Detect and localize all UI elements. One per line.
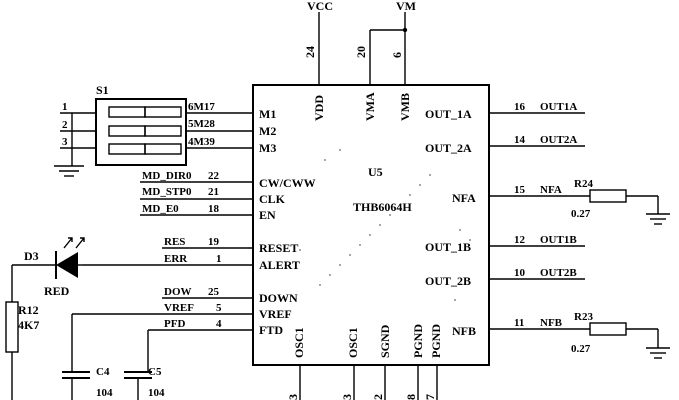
r24-resistor — [589, 189, 627, 203]
r24-value: 0.27 — [571, 208, 591, 220]
right-pin-label-nfb: NFB — [452, 324, 476, 338]
r12-value: 4K7 — [18, 318, 39, 332]
left-pin-net-vref: VREF — [164, 302, 194, 314]
s1-pin-1: 1 — [62, 101, 68, 113]
right-pin-net-out2b: OUT2B — [540, 267, 577, 279]
left-pin-label-down: DOWN — [259, 291, 298, 305]
left-pin-net-dir: MD_DIR0 — [142, 170, 192, 182]
right-pin-label-out1a: OUT_1A — [425, 107, 472, 121]
left-pin-num-err: 1 — [216, 253, 222, 265]
left-pin-num-vref: 5 — [216, 302, 222, 314]
left-pin-label-ftd: FTD — [259, 323, 283, 337]
left-pin-label-cw: CW/CWW — [259, 176, 316, 190]
right-pin-net-nfa: NFA — [540, 184, 562, 196]
left-pin-label-m2: M2 — [259, 124, 276, 138]
right-pin-net-out1a: OUT1A — [540, 101, 577, 113]
d3-color: RED — [44, 284, 70, 298]
right-pin-num-out1a: 16 — [514, 101, 526, 113]
d3-led-symbol — [56, 252, 78, 278]
vcc-label: VCC — [307, 0, 333, 13]
right-pin-label-out2a: OUT_2A — [425, 141, 472, 155]
left-pin-label-alert: ALERT — [259, 258, 300, 272]
right-pin-num-out1b: 12 — [514, 234, 526, 246]
top-pin-num-vmb: 6 — [390, 52, 404, 58]
right-pin-label-out2b: OUT_2B — [425, 274, 471, 288]
right-pin-num-nfa: 15 — [514, 184, 526, 196]
bottom-pin-num-4: 8 — [404, 394, 418, 400]
s1-pin-3: 3 — [62, 136, 68, 148]
top-pin-label-vmb: VMB — [398, 93, 412, 121]
left-pin-net-m17: 6M17 — [188, 101, 215, 113]
top-pin-label-vma: VMA — [363, 92, 377, 121]
top-pin-num-vdd: 24 — [303, 46, 317, 58]
right-pin-net-out1b: OUT1B — [540, 234, 577, 246]
r23-value: 0.27 — [571, 343, 591, 355]
s1-pin-2: 2 — [62, 119, 68, 131]
left-pin-label-clk: CLK — [259, 192, 286, 206]
right-pin-label-nfa: NFA — [452, 191, 476, 205]
right-pin-num-nfb: 11 — [514, 317, 524, 329]
left-pin-net-en: MD_E0 — [142, 203, 179, 215]
left-pin-num-pfd: 4 — [216, 318, 222, 330]
left-pin-num-stp: 21 — [208, 186, 219, 198]
r23-ref: R23 — [574, 311, 593, 323]
left-pin-net-m28: 5M28 — [188, 118, 215, 130]
chip-body — [252, 84, 490, 366]
bottom-pin-num-5: 7 — [423, 394, 437, 400]
c4-value: 104 — [96, 387, 113, 399]
left-pin-net-dow: DOW — [164, 286, 192, 298]
left-pin-label-m3: M3 — [259, 141, 276, 155]
left-pin-num-en: 18 — [208, 203, 220, 215]
right-pin-num-out2a: 14 — [514, 134, 526, 146]
top-pin-num-vma: 20 — [354, 46, 368, 58]
r23-resistor — [589, 322, 627, 336]
top-pin-label-vdd: VDD — [312, 95, 326, 121]
s1-switch-body — [95, 98, 187, 166]
vm-junction — [402, 27, 408, 33]
right-pin-num-out2b: 10 — [514, 267, 526, 279]
c5-ref: C5 — [148, 366, 162, 378]
left-pin-net-res: RES — [164, 236, 185, 248]
d3-ref: D3 — [24, 249, 39, 263]
bottom-pin-label-pgnd-a: PGND — [411, 324, 425, 358]
right-pin-net-nfb: NFB — [540, 317, 563, 329]
r12-ref: R12 — [18, 303, 39, 317]
bottom-pin-label-osc1-a: OSC1 — [292, 327, 306, 358]
r12-resistor — [5, 301, 19, 353]
left-pin-net-err: ERR — [164, 253, 188, 265]
right-pin-label-out1b: OUT_1B — [425, 240, 471, 254]
left-pin-net-m39: 4M39 — [188, 136, 215, 148]
bottom-pin-num-3: 2 — [371, 394, 385, 400]
chip-part-number: THB6064H — [353, 200, 412, 214]
right-pin-net-out2a: OUT2A — [540, 134, 577, 146]
left-pin-label-en: EN — [259, 208, 276, 222]
r24-ref: R24 — [574, 178, 593, 190]
s1-ref: S1 — [96, 83, 109, 97]
bottom-pin-label-pgnd-b: PGND — [429, 324, 443, 358]
bottom-pin-num-2: 3 — [340, 394, 354, 400]
left-pin-label-vref: VREF — [259, 307, 292, 321]
left-pin-num-res: 19 — [208, 236, 220, 248]
c4-ref: C4 — [96, 366, 110, 378]
left-pin-label-m1: M1 — [259, 107, 276, 121]
vm-label: VM — [396, 0, 416, 13]
chip-ref: U5 — [368, 165, 383, 179]
left-pin-num-dir: 22 — [208, 170, 220, 182]
bottom-pin-label-osc1-b: OSC1 — [346, 327, 360, 358]
c5-value: 104 — [148, 387, 165, 399]
left-pin-net-pfd: PFD — [164, 318, 185, 330]
left-pin-net-stp: MD_STP0 — [142, 186, 192, 198]
left-pin-label-reset: RESET — [259, 241, 298, 255]
left-pin-num-dow: 25 — [208, 286, 220, 298]
d3-light-arrows — [63, 237, 85, 249]
bottom-pin-label-sgnd: SGND — [378, 324, 392, 358]
bottom-pin-num-1: 3 — [286, 394, 300, 400]
